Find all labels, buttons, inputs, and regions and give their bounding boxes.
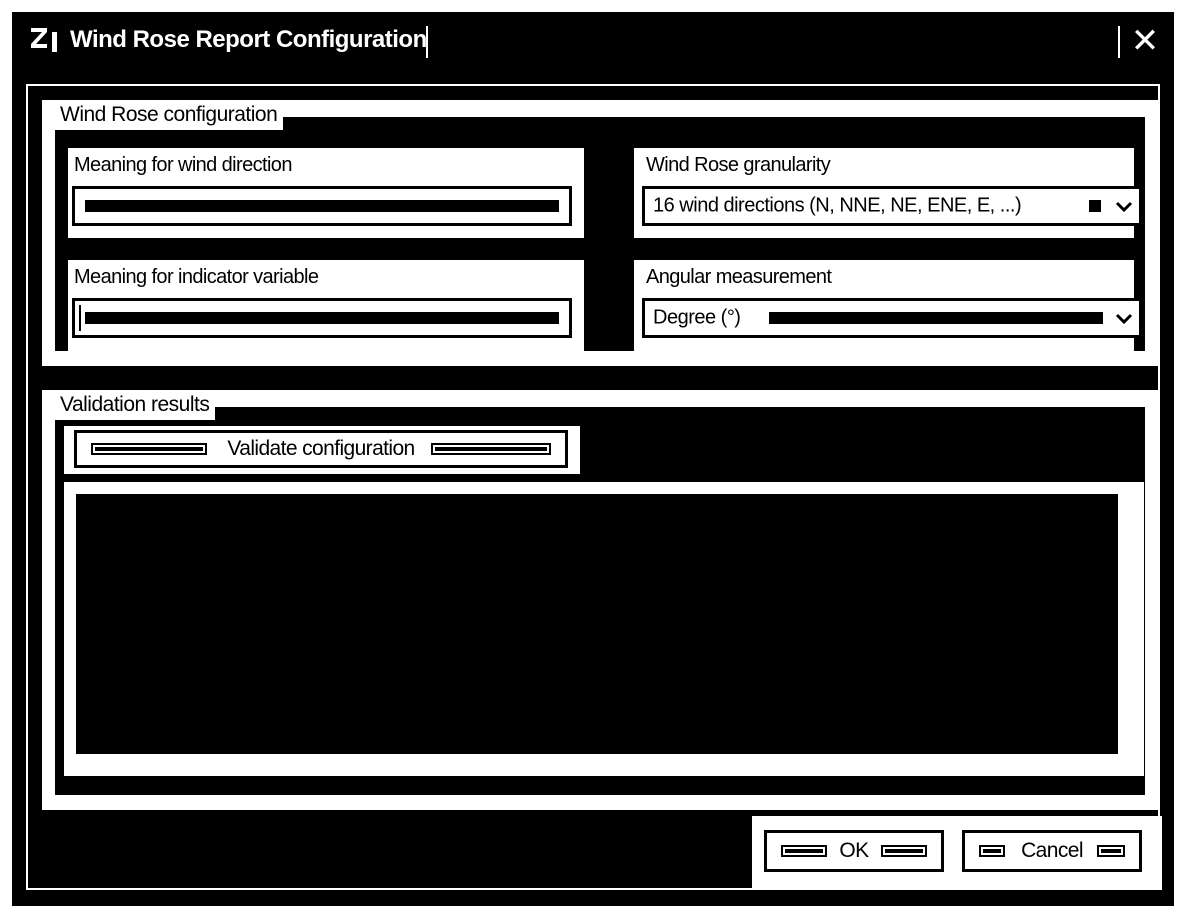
cancel-button-label: Cancel: [1021, 839, 1083, 862]
dialog-client-area: Wind Rose configuration Meaning for wind…: [26, 84, 1162, 890]
button-decoration: [881, 845, 927, 857]
granularity-label: Wind Rose granularity: [646, 154, 831, 176]
angular-measurement-select[interactable]: Degree (°): [642, 298, 1142, 338]
button-decoration: [781, 845, 827, 857]
wind-rose-configuration-group: Wind Rose configuration Meaning for wind…: [42, 100, 1158, 366]
button-decoration: [91, 443, 207, 455]
angular-measurement-selected-value: Degree (°): [653, 306, 741, 329]
wind-direction-label: Meaning for wind direction: [74, 154, 292, 176]
dialog-window: Wind Rose Report Configuration ✕ Wind Ro…: [12, 12, 1174, 906]
close-button[interactable]: ✕: [1122, 18, 1168, 64]
input-fill: [85, 312, 559, 324]
close-icon: ✕: [1130, 22, 1160, 60]
angular-measurement-label: Angular measurement: [646, 266, 832, 288]
combo-fill: [1089, 200, 1101, 212]
chevron-down-icon[interactable]: [1113, 195, 1135, 217]
title-bar[interactable]: Wind Rose Report Configuration ✕: [12, 12, 1174, 70]
granularity-selected-value: 16 wind directions (N, NNE, NE, ENE, E, …: [653, 194, 1022, 217]
results-area: [64, 482, 1144, 776]
window-title: Wind Rose Report Configuration: [70, 26, 427, 53]
validation-results-group: Validation results Validate configuratio…: [42, 390, 1158, 810]
wind-direction-input[interactable]: [72, 186, 572, 226]
granularity-select[interactable]: 16 wind directions (N, NNE, NE, ENE, E, …: [642, 186, 1142, 226]
button-decoration: [431, 443, 551, 455]
ok-button[interactable]: OK: [764, 830, 944, 872]
group-legend-config: Wind Rose configuration: [54, 100, 284, 130]
ok-button-label: OK: [839, 839, 869, 862]
button-decoration: [979, 845, 1005, 857]
indicator-variable-label: Meaning for indicator variable: [74, 266, 319, 288]
title-caret: [426, 26, 428, 58]
validate-button-label: Validate configuration: [227, 437, 415, 460]
combo-fill: [769, 312, 1103, 324]
group-legend-validation: Validation results: [54, 390, 216, 420]
chevron-down-icon[interactable]: [1113, 307, 1135, 329]
cancel-button[interactable]: Cancel: [962, 830, 1142, 872]
text-caret: [79, 305, 81, 331]
validate-configuration-button[interactable]: Validate configuration: [74, 430, 568, 468]
indicator-variable-input[interactable]: [72, 298, 572, 338]
z-app-icon: [28, 24, 62, 54]
title-separator: [1118, 26, 1120, 58]
button-decoration: [1097, 845, 1125, 857]
input-fill: [85, 200, 559, 212]
validation-results-output[interactable]: [76, 494, 1118, 754]
